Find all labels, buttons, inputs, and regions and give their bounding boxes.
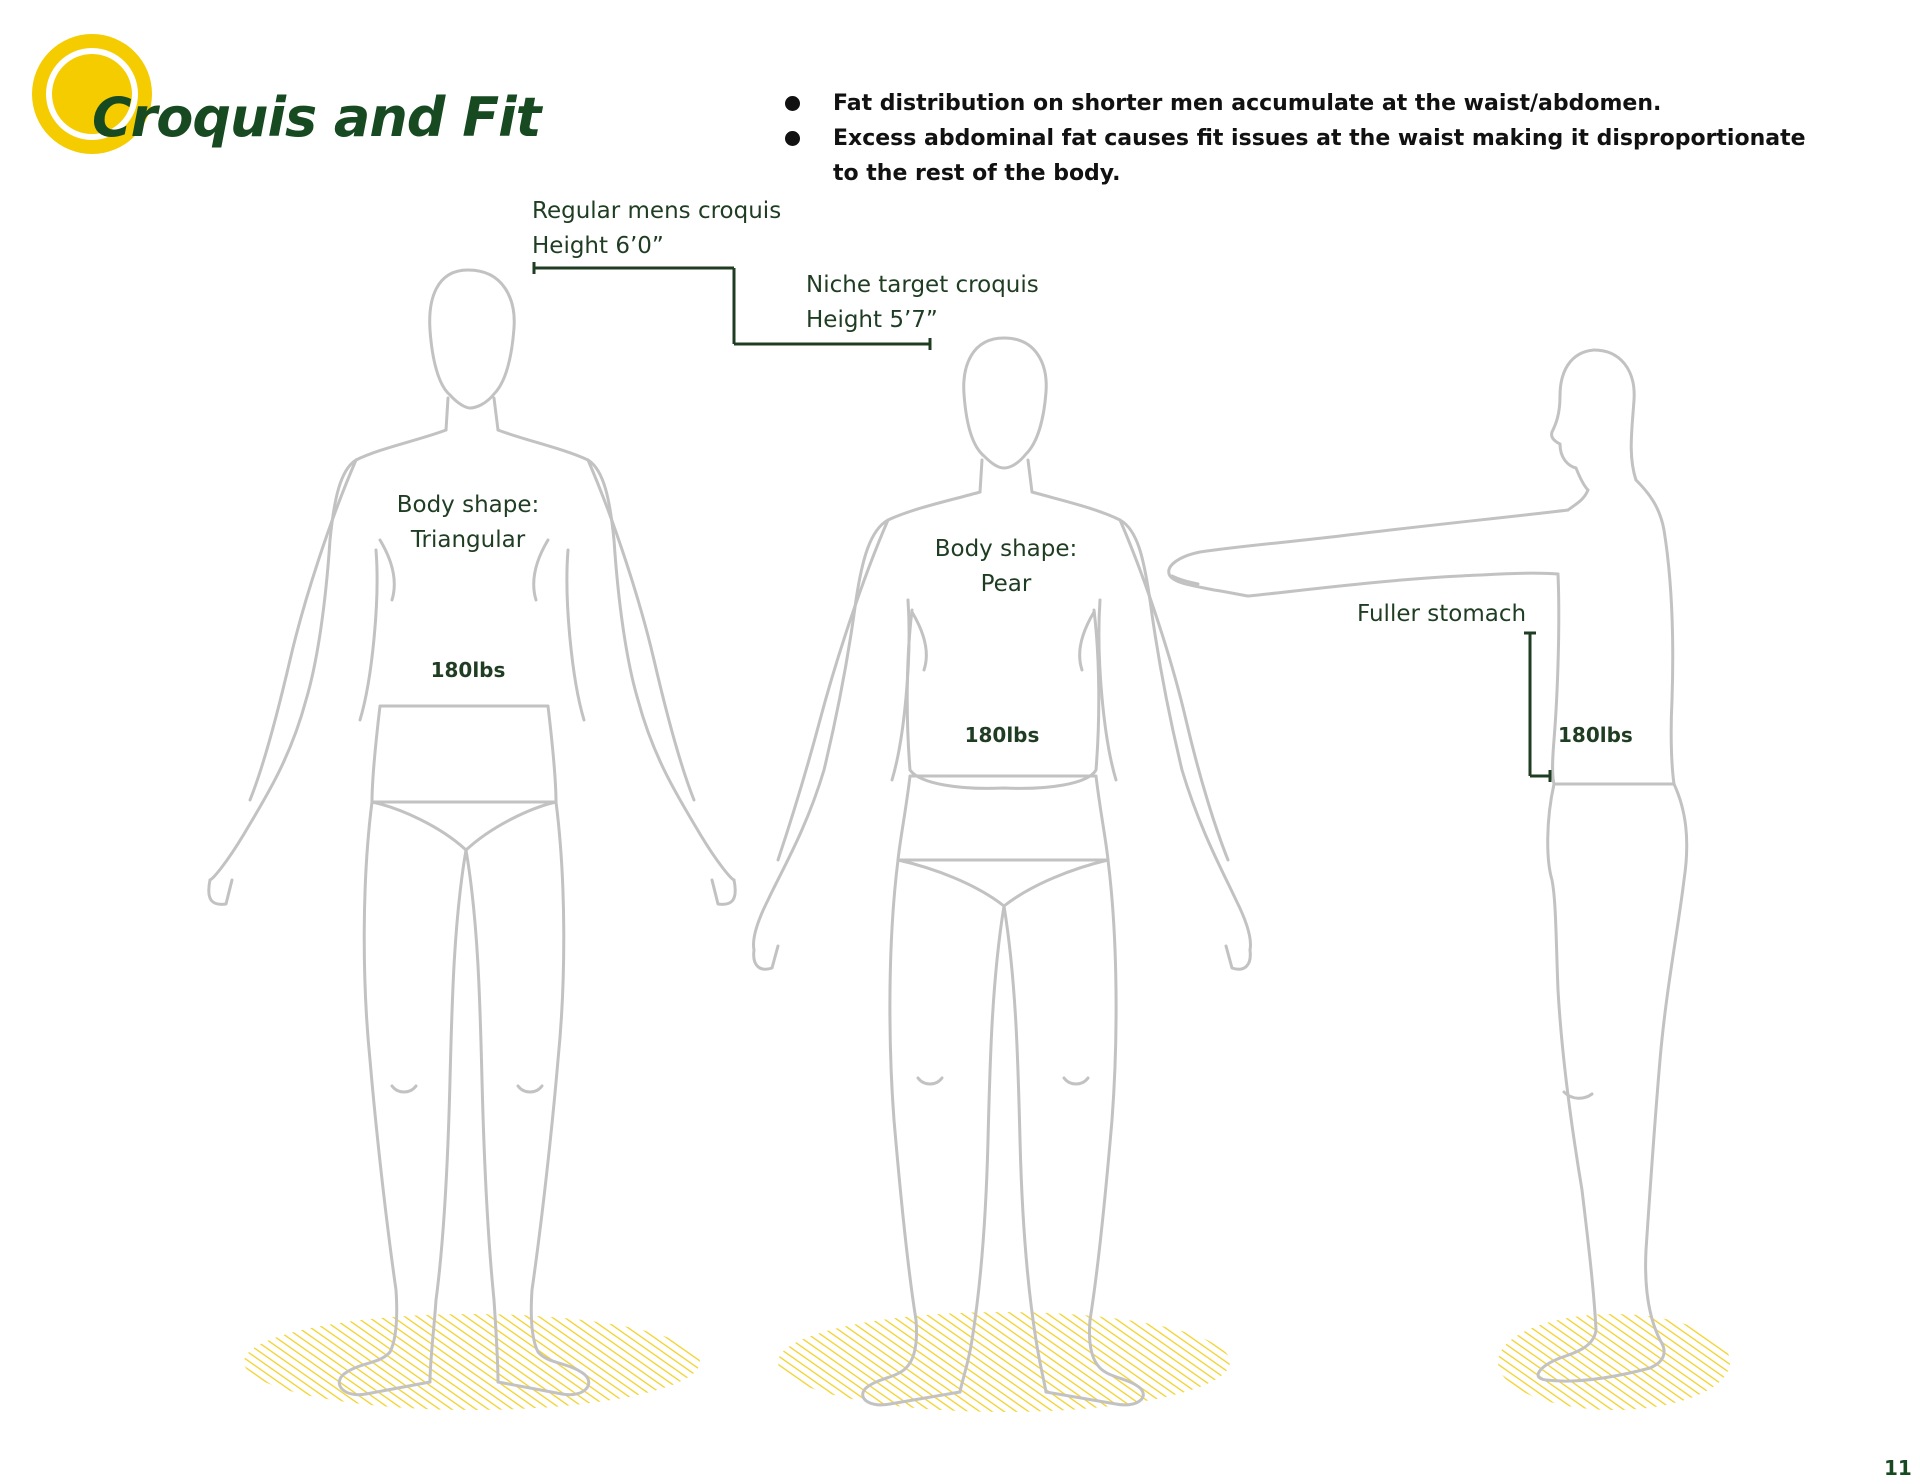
niche-croquis-title: Niche target croquis bbox=[806, 272, 1039, 298]
fuller-stomach-label: Fuller stomach bbox=[1357, 601, 1527, 627]
regular-weight: 180lbs bbox=[430, 658, 506, 682]
floor-shadow-niche bbox=[778, 1312, 1230, 1412]
logo-circle-icon bbox=[32, 34, 152, 154]
bullet-item: Excess abdominal fat causes fit issues a… bbox=[785, 121, 1825, 191]
page-number: 11 bbox=[1884, 1456, 1912, 1480]
stomach-measure-bracket bbox=[1524, 631, 1552, 782]
croquis-niche-side bbox=[1167, 348, 1689, 1383]
regular-croquis-height: Height 6’0” bbox=[532, 233, 664, 259]
niche-body-shape: Body shape: Pear bbox=[906, 532, 1106, 602]
regular-croquis-title: Regular mens croquis bbox=[532, 198, 782, 224]
niche-weight: 180lbs bbox=[964, 723, 1040, 747]
croquis-regular-front bbox=[207, 268, 737, 1397]
niche-body-shape-value: Pear bbox=[980, 571, 1032, 597]
niche-croquis-height: Height 5’7” bbox=[806, 307, 938, 333]
floor-shadow-side bbox=[1498, 1314, 1730, 1410]
regular-croquis-label: Regular mens croquis Height 6’0” bbox=[532, 194, 781, 264]
niche-body-shape-label: Body shape: bbox=[934, 536, 1078, 562]
regular-body-shape-value: Triangular bbox=[410, 527, 526, 553]
croquis-niche-front bbox=[752, 336, 1252, 1407]
bullet-list: Fat distribution on shorter men accumula… bbox=[785, 86, 1825, 191]
floor-shadow-regular bbox=[244, 1314, 700, 1410]
side-weight: 180lbs bbox=[1558, 723, 1633, 747]
regular-body-shape: Body shape: Triangular bbox=[368, 488, 568, 558]
regular-body-shape-label: Body shape: bbox=[396, 492, 540, 518]
bullet-item: Fat distribution on shorter men accumula… bbox=[785, 86, 1825, 121]
niche-croquis-label: Niche target croquis Height 5’7” bbox=[806, 268, 1039, 338]
height-comparison-bracket bbox=[532, 262, 932, 350]
page-title: Croquis and Fit bbox=[92, 86, 541, 149]
